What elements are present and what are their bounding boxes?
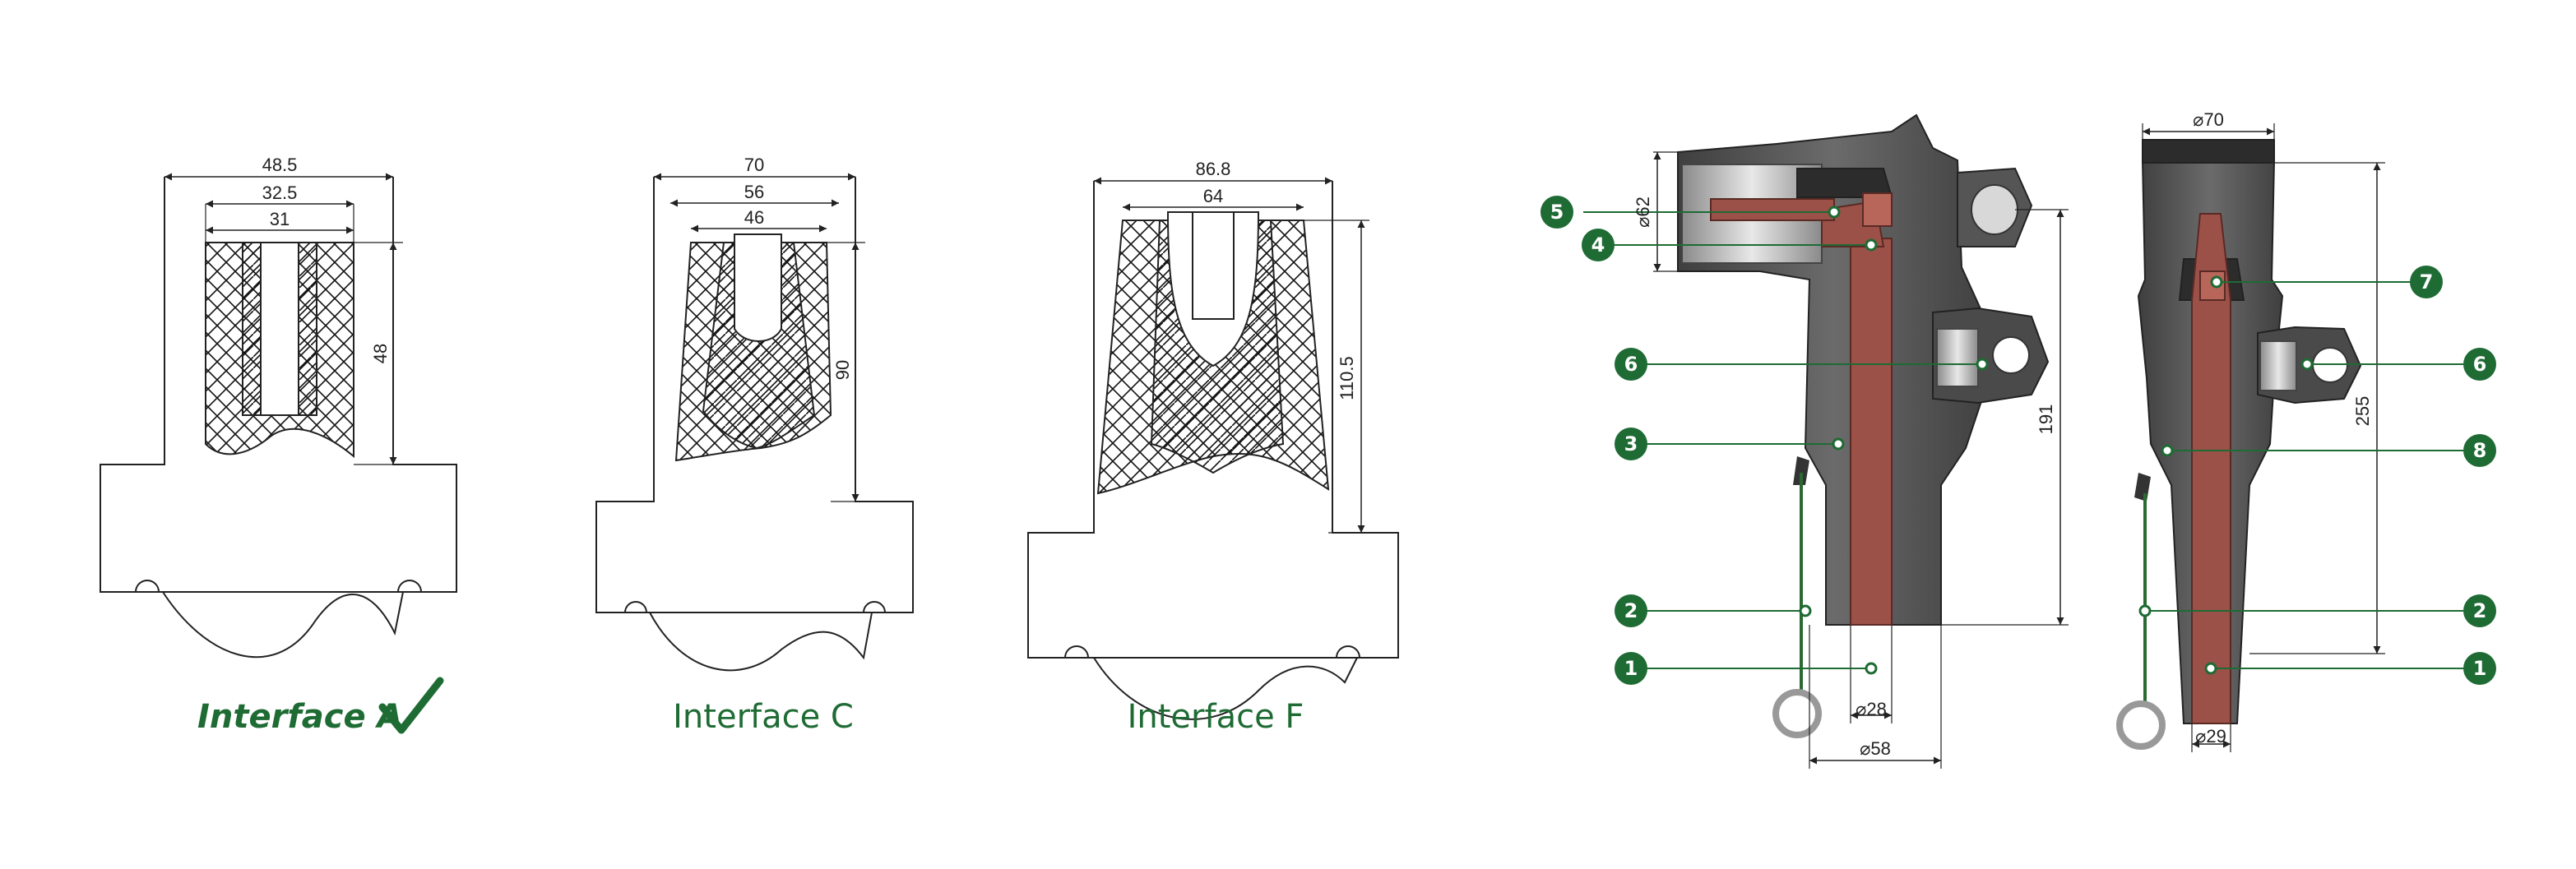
callout-number: 4: [1591, 233, 1605, 257]
elbow-callout-1[interactable]: 1: [1615, 652, 1647, 685]
interface-a-drawing: [100, 173, 457, 659]
callout-number: 2: [1624, 599, 1638, 622]
interface-c-dim-mid: 56: [744, 182, 764, 202]
elbow-connector-drawing: [1583, 113, 2069, 769]
elbow-callout-5[interactable]: 5: [1541, 196, 1573, 229]
check-icon: [378, 677, 444, 734]
callout-number: 8: [2473, 439, 2487, 462]
callout-number: 2: [2473, 599, 2487, 622]
straight-dim-diameter-top: ⌀70: [2193, 109, 2224, 130]
callout-number: 3: [1624, 432, 1638, 455]
interface-a-caption[interactable]: Interface A: [197, 698, 402, 736]
interface-c-dim-outer: 70: [744, 155, 764, 175]
elbow-dim-height: 191: [2036, 404, 2056, 435]
callout-number: 7: [2420, 270, 2434, 294]
callout-number: 1: [2473, 657, 2487, 680]
interface-f-drawing: [1027, 177, 1399, 720]
interface-c-dim-inner: 46: [744, 207, 764, 228]
callout-number: 6: [1624, 353, 1638, 376]
interface-f-dim-outer: 86.8: [1196, 159, 1231, 179]
straight-callout-1[interactable]: 1: [2463, 652, 2496, 685]
callout-number: 6: [2473, 353, 2487, 376]
elbow-callout-6[interactable]: 6: [1615, 348, 1647, 381]
elbow-dim-diameter-conductor: ⌀28: [1856, 699, 1887, 719]
straight-callout-2[interactable]: 2: [2463, 594, 2496, 627]
interface-c-dim-height: 90: [832, 360, 853, 380]
interface-f-dim-height: 110.5: [1337, 356, 1357, 400]
callout-number: 5: [1550, 201, 1564, 224]
straight-callout-8[interactable]: 8: [2463, 434, 2496, 467]
interface-f-caption[interactable]: Interface F: [1128, 698, 1304, 736]
elbow-dim-diameter-top: ⌀62: [1633, 196, 1653, 228]
straight-dim-height: 255: [2352, 396, 2373, 427]
elbow-callout-4[interactable]: 4: [1582, 229, 1615, 261]
interface-a-dim-inner: 31: [270, 209, 290, 229]
elbow-dim-diameter-base: ⌀58: [1860, 738, 1891, 759]
interface-a-dim-height: 48: [370, 344, 391, 363]
callout-number: 1: [1624, 657, 1638, 680]
straight-dim-diameter-conductor: ⌀29: [2195, 726, 2226, 747]
interface-c-caption[interactable]: Interface C: [673, 698, 854, 736]
interface-c-drawing: [595, 173, 914, 672]
straight-callout-7[interactable]: 7: [2410, 266, 2443, 298]
interface-f-dim-inner: 64: [1203, 186, 1223, 206]
straight-callout-6[interactable]: 6: [2463, 348, 2496, 381]
elbow-callout-3[interactable]: 3: [1615, 428, 1647, 460]
interface-a-dim-mid: 32.5: [262, 183, 298, 203]
straight-connector-drawing: [2116, 123, 2463, 752]
interface-a-dim-outer: 48.5: [262, 155, 298, 175]
elbow-callout-2[interactable]: 2: [1615, 594, 1647, 627]
